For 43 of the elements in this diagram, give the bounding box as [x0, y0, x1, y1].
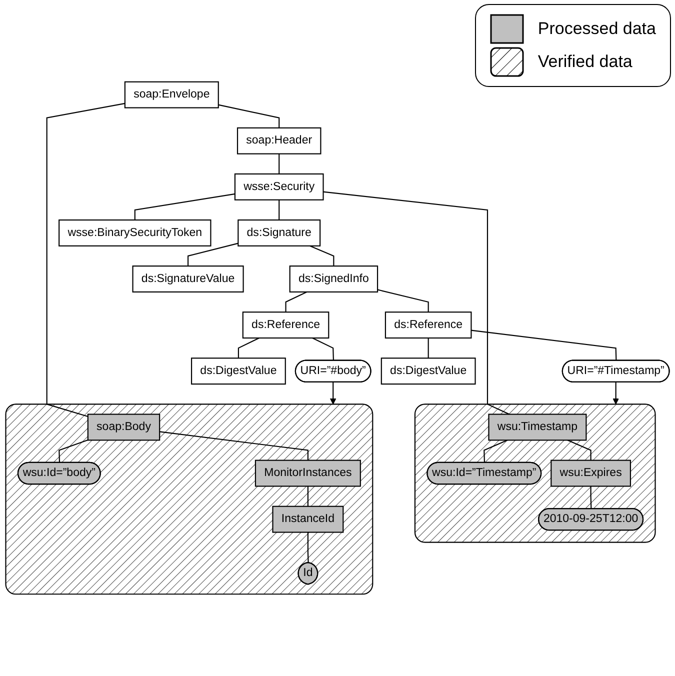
connector	[307, 532, 309, 563]
arrow	[612, 382, 619, 404]
node-box: soap:Header	[236, 127, 322, 154]
node-box: ds:DigestValue	[380, 358, 476, 385]
connector	[238, 338, 260, 358]
node-box: InstanceId	[272, 506, 344, 533]
legend-label: Verified data	[538, 52, 632, 72]
connector	[134, 193, 236, 220]
node-box: ds:Reference	[384, 312, 472, 339]
node-box: wsse:BinarySecurityToken	[58, 219, 212, 246]
connector	[312, 338, 334, 361]
cluster	[5, 404, 374, 595]
connector	[484, 440, 508, 463]
node-box: ds:Reference	[242, 312, 330, 339]
node-box: MonitorInstances	[254, 460, 361, 487]
connector	[310, 245, 334, 266]
connector	[188, 242, 238, 266]
legend-label: Processed data	[538, 19, 656, 39]
connector	[323, 191, 510, 415]
connector	[278, 200, 280, 220]
connector	[218, 104, 280, 128]
node-box: wsu:Expires	[550, 460, 631, 487]
connector	[307, 486, 308, 506]
node-box: soap:Body	[87, 414, 160, 441]
connector	[590, 486, 592, 509]
connector	[567, 440, 592, 460]
node-box: wsse:Security	[234, 173, 324, 200]
connector	[160, 431, 308, 460]
connector	[278, 154, 280, 174]
connector	[471, 330, 617, 361]
node-box: ds:SignatureValue	[132, 266, 244, 292]
connector	[58, 439, 88, 463]
node-box: ds:Signature	[238, 219, 321, 246]
node-box: wsu:Timestamp	[488, 414, 587, 441]
connector	[46, 102, 126, 417]
connector	[285, 291, 307, 312]
cluster	[414, 404, 656, 543]
node-box: ds:DigestValue	[191, 358, 286, 385]
connector	[428, 338, 429, 358]
node-box: soap:Envelope	[124, 81, 219, 108]
node-box: ds:SignedInfo	[289, 266, 378, 292]
arrow	[330, 382, 336, 404]
connector	[377, 289, 429, 312]
